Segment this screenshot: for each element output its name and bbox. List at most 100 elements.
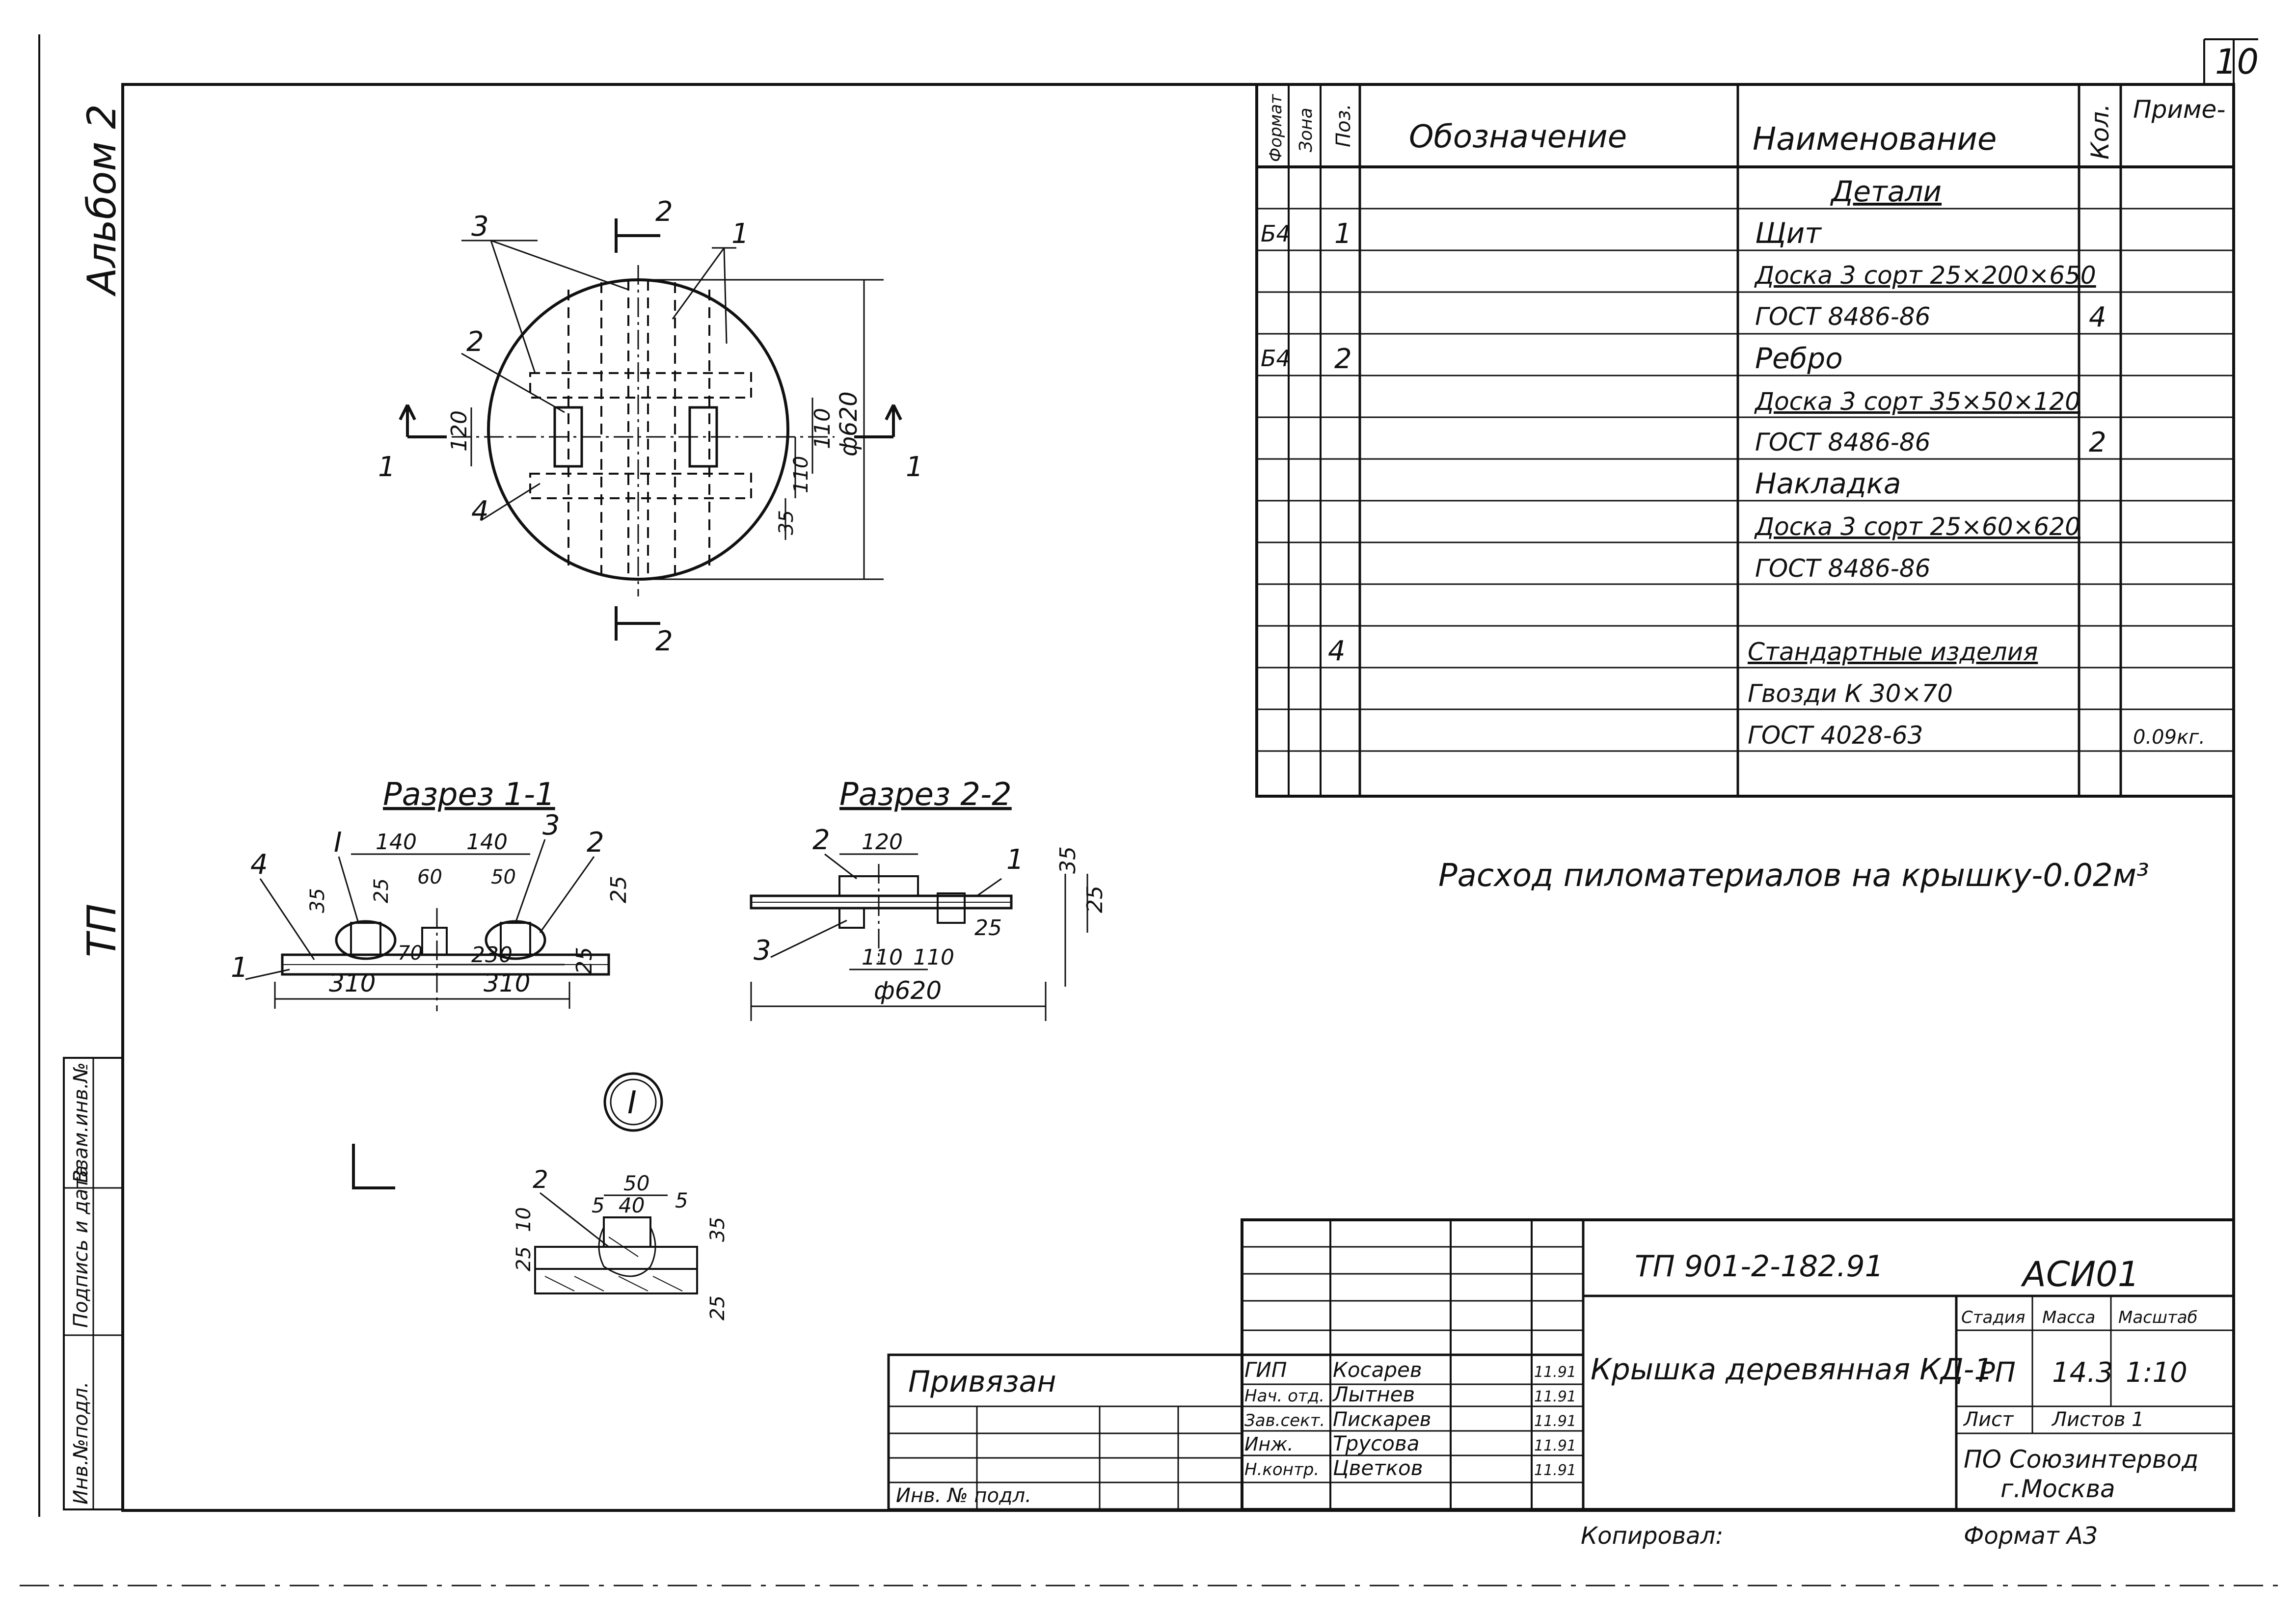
role-date: 11.91 <box>1534 1437 1576 1454</box>
role-row: Инж. Трусова 11.91 <box>1244 1431 1576 1455</box>
sheet-frame <box>38 34 2258 1517</box>
section-1-1-dim-140a: 140 <box>376 830 417 855</box>
spec-header-name: Наименование <box>1753 121 1997 158</box>
role-date: 11.91 <box>1534 1413 1576 1430</box>
role-title: Н.контр. <box>1244 1460 1319 1480</box>
scale-label: Масштаб <box>2118 1308 2198 1327</box>
role-row: Нач. отд. Лытнев 11.91 <box>1244 1382 1576 1406</box>
role-date: 11.91 <box>1534 1388 1576 1405</box>
section-1-1-dim-50: 50 <box>491 866 516 888</box>
detail-i-dim-10: 10 <box>513 1207 535 1232</box>
spec-format-cell: Б4 <box>1261 345 1291 372</box>
plan-callout-3: 3 <box>471 211 489 242</box>
section-2-2-dim-35: 35 <box>1055 846 1080 874</box>
copied-label: Копировал: <box>1581 1522 1723 1550</box>
section-1-1-title: Разрез 1-1 <box>383 777 555 813</box>
stage-label: Стадия <box>1961 1308 2025 1327</box>
section-1-1-dim-230: 230 <box>471 942 513 968</box>
plan-section-mark-2-top: 2 <box>655 196 673 228</box>
spec-row: Доска 3 сорт 25×60×620 <box>1754 512 2080 541</box>
spec-row: 4 Стандартные изделия <box>1328 635 2038 667</box>
bound-label: Привязан <box>908 1365 1056 1399</box>
spec-name-cell: Щит <box>1755 216 1822 250</box>
spec-name-cell: Доска 3 сорт 25×60×620 <box>1754 512 2080 541</box>
detail-i-callout-2: 2 <box>533 1165 548 1194</box>
sheet-number: 10 <box>2215 42 2259 82</box>
role-date: 11.91 <box>1534 1364 1576 1381</box>
role-name: Лытнев <box>1332 1382 1415 1406</box>
section-1-1-dim-60: 60 <box>417 866 442 888</box>
title-block: Привязан Инв. № подл. ГИП Косарев 11.91 … <box>887 1218 2235 1511</box>
spec-name-cell: Доска 3 сорт 35×50×120 <box>1754 387 2080 416</box>
material-consumption-note: Расход пиломатериалов на крышку-0.02м³ <box>1438 858 2149 894</box>
spec-name-cell: Ребро <box>1755 342 1843 375</box>
role-row: Н.контр. Цветков 11.91 <box>1244 1456 1576 1480</box>
spec-pos-cell: 4 <box>1328 635 1346 667</box>
detail-i: I 2 50 40 5 5 35 10 25 25 <box>352 1072 729 1320</box>
detail-i-dim-50: 50 <box>623 1171 649 1195</box>
inv-label: Инв. № подл. <box>896 1484 1031 1507</box>
role-title: Зав.сект. <box>1244 1411 1325 1430</box>
spec-header-zone: Зона <box>1296 108 1316 152</box>
side-inv-field: Инв.№подл. <box>70 1381 92 1505</box>
plan-callout-1: 1 <box>731 218 749 250</box>
plan-dim-120: 120 <box>447 410 472 452</box>
section-2-2-callout-3: 3 <box>754 935 771 967</box>
role-title: Нач. отд. <box>1244 1386 1324 1406</box>
stage-value: РП <box>1978 1357 2016 1389</box>
section-2-2-dim-110a: 110 <box>862 945 903 970</box>
side-signature-field: Подпись и дата <box>70 1165 92 1328</box>
scale-value: 1:10 <box>2126 1357 2188 1389</box>
role-name: Цветков <box>1333 1456 1423 1480</box>
spec-name-cell: Накладка <box>1755 467 1901 500</box>
title-block-grid <box>1242 1246 2234 1509</box>
spec-name-cell: ГОСТ 8486-86 <box>1755 554 1930 583</box>
doc-code: ТП 901-2-182.91 <box>1635 1249 1884 1284</box>
section-2-2-dim-120: 120 <box>862 830 903 855</box>
section-1-1-callout-4: 4 <box>250 849 268 881</box>
side-replace-field: Взам.инв.№ <box>70 1062 92 1183</box>
section-1-1-callout-3: 3 <box>542 809 560 841</box>
role-title: Инж. <box>1244 1433 1294 1455</box>
spec-name-cell: Доска 3 сорт 25×200×650 <box>1754 261 2096 290</box>
spec-pos-cell: 2 <box>1334 343 1352 375</box>
spec-row: Накладка <box>1755 467 1901 500</box>
role-row: Зав.сект. Пискарев 11.91 <box>1244 1408 1576 1431</box>
plan-dim-110b: 110 <box>790 456 812 493</box>
section-2-2-callout-1: 1 <box>1006 844 1024 876</box>
spec-pos-cell: 1 <box>1334 218 1352 250</box>
section-2-2-callout-2: 2 <box>812 824 830 856</box>
sheets-label: Листов 1 <box>2051 1408 2144 1431</box>
detail-i-dim-5b: 5 <box>675 1188 688 1212</box>
detail-i-marker: I <box>627 1085 637 1121</box>
section-1-1: Разрез 1-1 I 4 1 3 2 140 140 60 50 35 25… <box>231 777 631 1011</box>
organization-line-1: ПО Союзинтервод <box>1964 1445 2198 1474</box>
spec-row: Б4 1 Щит <box>1261 216 1822 250</box>
section-1-1-dim-25a: 25 <box>370 878 393 903</box>
section-1-1-dim-35: 35 <box>306 888 329 913</box>
section-1-1-callout-1: 1 <box>231 952 248 984</box>
spec-name-cell: Детали <box>1830 175 1942 208</box>
format-label: Формат А3 <box>1964 1522 2098 1550</box>
spec-name-cell: ГОСТ 4028-63 <box>1748 721 1923 750</box>
spec-header-pos: Поз. <box>1332 104 1355 147</box>
role-name: Косарев <box>1333 1358 1422 1382</box>
plan-view: 3 1 2 4 2 2 1 1 ф620 120 110 110 35 <box>378 196 923 657</box>
spec-header-note: Приме- <box>2133 95 2225 124</box>
spec-name-cell: ГОСТ 8486-86 <box>1755 302 1930 331</box>
detail-i-dim-25b: 25 <box>706 1295 729 1320</box>
section-1-1-dim-310a: 310 <box>329 969 376 997</box>
section-1-1-dim-25b: 25 <box>606 876 631 903</box>
section-2-2-dim-620: ф620 <box>874 976 942 1005</box>
spec-format-cell: Б4 <box>1261 220 1291 247</box>
spec-name-cell: Гвозди К 30×70 <box>1748 679 1953 708</box>
plan-section-mark-1-right: 1 <box>906 451 923 483</box>
section-2-2-dim-25a: 25 <box>1082 886 1107 913</box>
section-1-1-callout-2: 2 <box>587 827 604 859</box>
detail-i-dim-35: 35 <box>706 1217 729 1242</box>
role-title: ГИП <box>1244 1358 1287 1382</box>
spec-row: ГОСТ 4028-63 0.09кг. <box>1748 721 2205 750</box>
spec-name-cell: ГОСТ 8486-86 <box>1755 428 1930 457</box>
role-row: ГИП Косарев 11.91 <box>1244 1358 1576 1382</box>
